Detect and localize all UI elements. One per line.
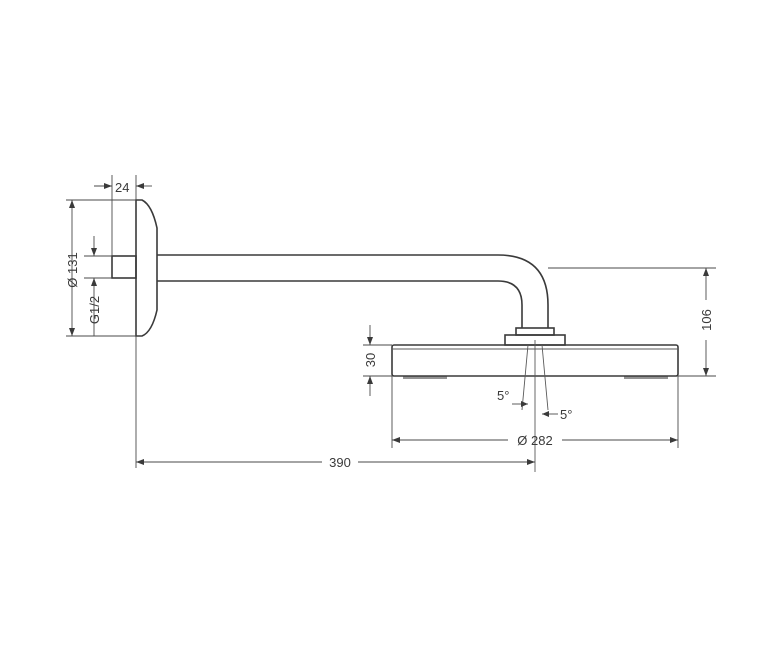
shower-arm-inner bbox=[157, 280, 523, 328]
dim-24-arrow-left bbox=[104, 183, 112, 189]
shower-arm bbox=[157, 254, 549, 328]
dim-g12-arrow-top bbox=[91, 248, 97, 256]
dim-24-arrow-right bbox=[136, 183, 144, 189]
tilt-right-arrow bbox=[542, 411, 549, 417]
dim-g12-arrow-bottom bbox=[91, 278, 97, 286]
dim-390-arrow-left bbox=[136, 459, 144, 465]
dim-30-arrow-bottom bbox=[367, 376, 373, 384]
dim-30-label: 30 bbox=[363, 353, 378, 367]
wall-flange bbox=[135, 199, 158, 337]
dim-106-label: 106 bbox=[699, 309, 714, 331]
ball-joint bbox=[515, 327, 555, 336]
tilt-left-arrow bbox=[521, 401, 528, 407]
dim-g12-label: G1/2 bbox=[87, 296, 102, 324]
dim-282-arrow-right bbox=[670, 437, 678, 443]
dim-390-arrow-right bbox=[527, 459, 535, 465]
dim-131-label: Ø 131 bbox=[65, 252, 80, 287]
tilt-left-label: 5° bbox=[497, 388, 509, 403]
tilt-line-left bbox=[521, 344, 529, 411]
dim-131-arrow-top bbox=[69, 200, 75, 208]
nozzle-row-right bbox=[624, 376, 668, 379]
dim-106-arrow-bottom bbox=[703, 368, 709, 376]
dim-390-label: 390 bbox=[329, 455, 351, 470]
dim-282-arrow-left bbox=[392, 437, 400, 443]
dim-24-label: 24 bbox=[115, 180, 129, 195]
dim-106-arrow-top bbox=[703, 268, 709, 276]
nozzle-row-left bbox=[403, 376, 447, 379]
thread-connector bbox=[111, 255, 137, 279]
tilt-line-right bbox=[541, 344, 549, 411]
dim-282-label: Ø 282 bbox=[517, 433, 552, 448]
dim-131-arrow-bottom bbox=[69, 328, 75, 336]
dim-30-arrow-top bbox=[367, 337, 373, 345]
tilt-right-label: 5° bbox=[560, 407, 572, 422]
